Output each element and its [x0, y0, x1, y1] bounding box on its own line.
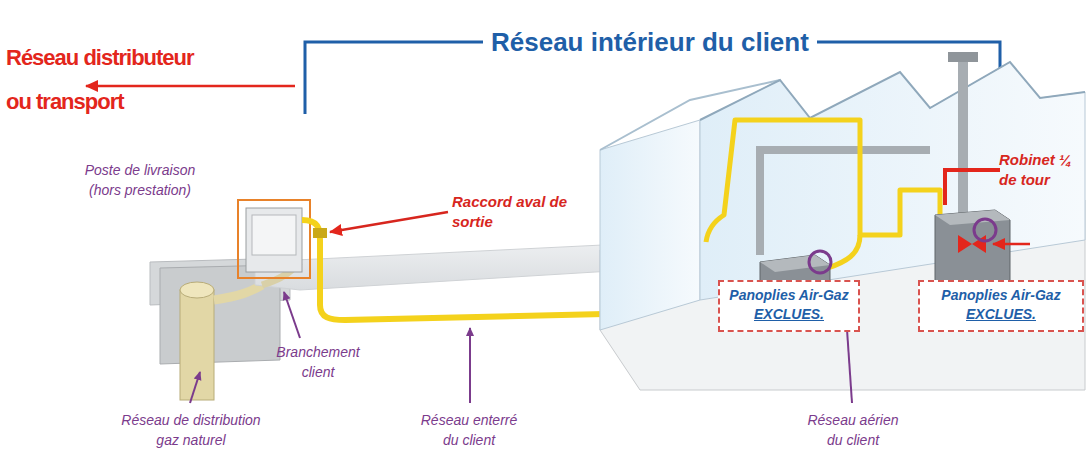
leader-arrow: [330, 212, 448, 232]
leader-arrow: [284, 292, 300, 338]
leader-arrow: [190, 372, 200, 403]
spacer: [205, 198, 242, 212]
box-text: EXCLUES.: [928, 305, 1074, 324]
leader-arrow: [469, 328, 471, 403]
air-gas-marker: [809, 251, 831, 273]
diagram-title: Réseau intérieur du client: [483, 26, 817, 58]
aerial-pipe: [706, 120, 940, 242]
station-label: Poste de livraison (hors prestation): [70, 160, 210, 200]
aerial-network-label: Réseau aérien du client: [800, 410, 906, 450]
delivery-station: [238, 200, 310, 278]
box-text: Panoplies Air-Gaz: [928, 286, 1074, 305]
distribution-label: Réseau de distribution gaz naturel: [112, 410, 270, 450]
box-text: Panoplies Air-Gaz: [728, 286, 850, 305]
network-arrow: [86, 85, 295, 88]
branch-label: Branchement client: [262, 342, 374, 382]
buried-network-label: Réseau enterré du client: [414, 410, 524, 450]
exclusion-box: Panoplies Air-GazEXCLUES.: [918, 280, 1084, 332]
valve-label: Robinet ¼ de tour: [999, 150, 1085, 190]
building: [600, 62, 1085, 390]
network-label: Réseau distributeur ou transport: [6, 36, 221, 124]
exclusion-box: Panoplies Air-GazEXCLUES.: [718, 280, 860, 332]
air-gas-marker: [974, 219, 996, 241]
box-text: EXCLUES.: [728, 305, 850, 324]
outlet-fitting: [313, 228, 327, 238]
fitting-label: Raccord aval de sortie: [452, 192, 584, 232]
